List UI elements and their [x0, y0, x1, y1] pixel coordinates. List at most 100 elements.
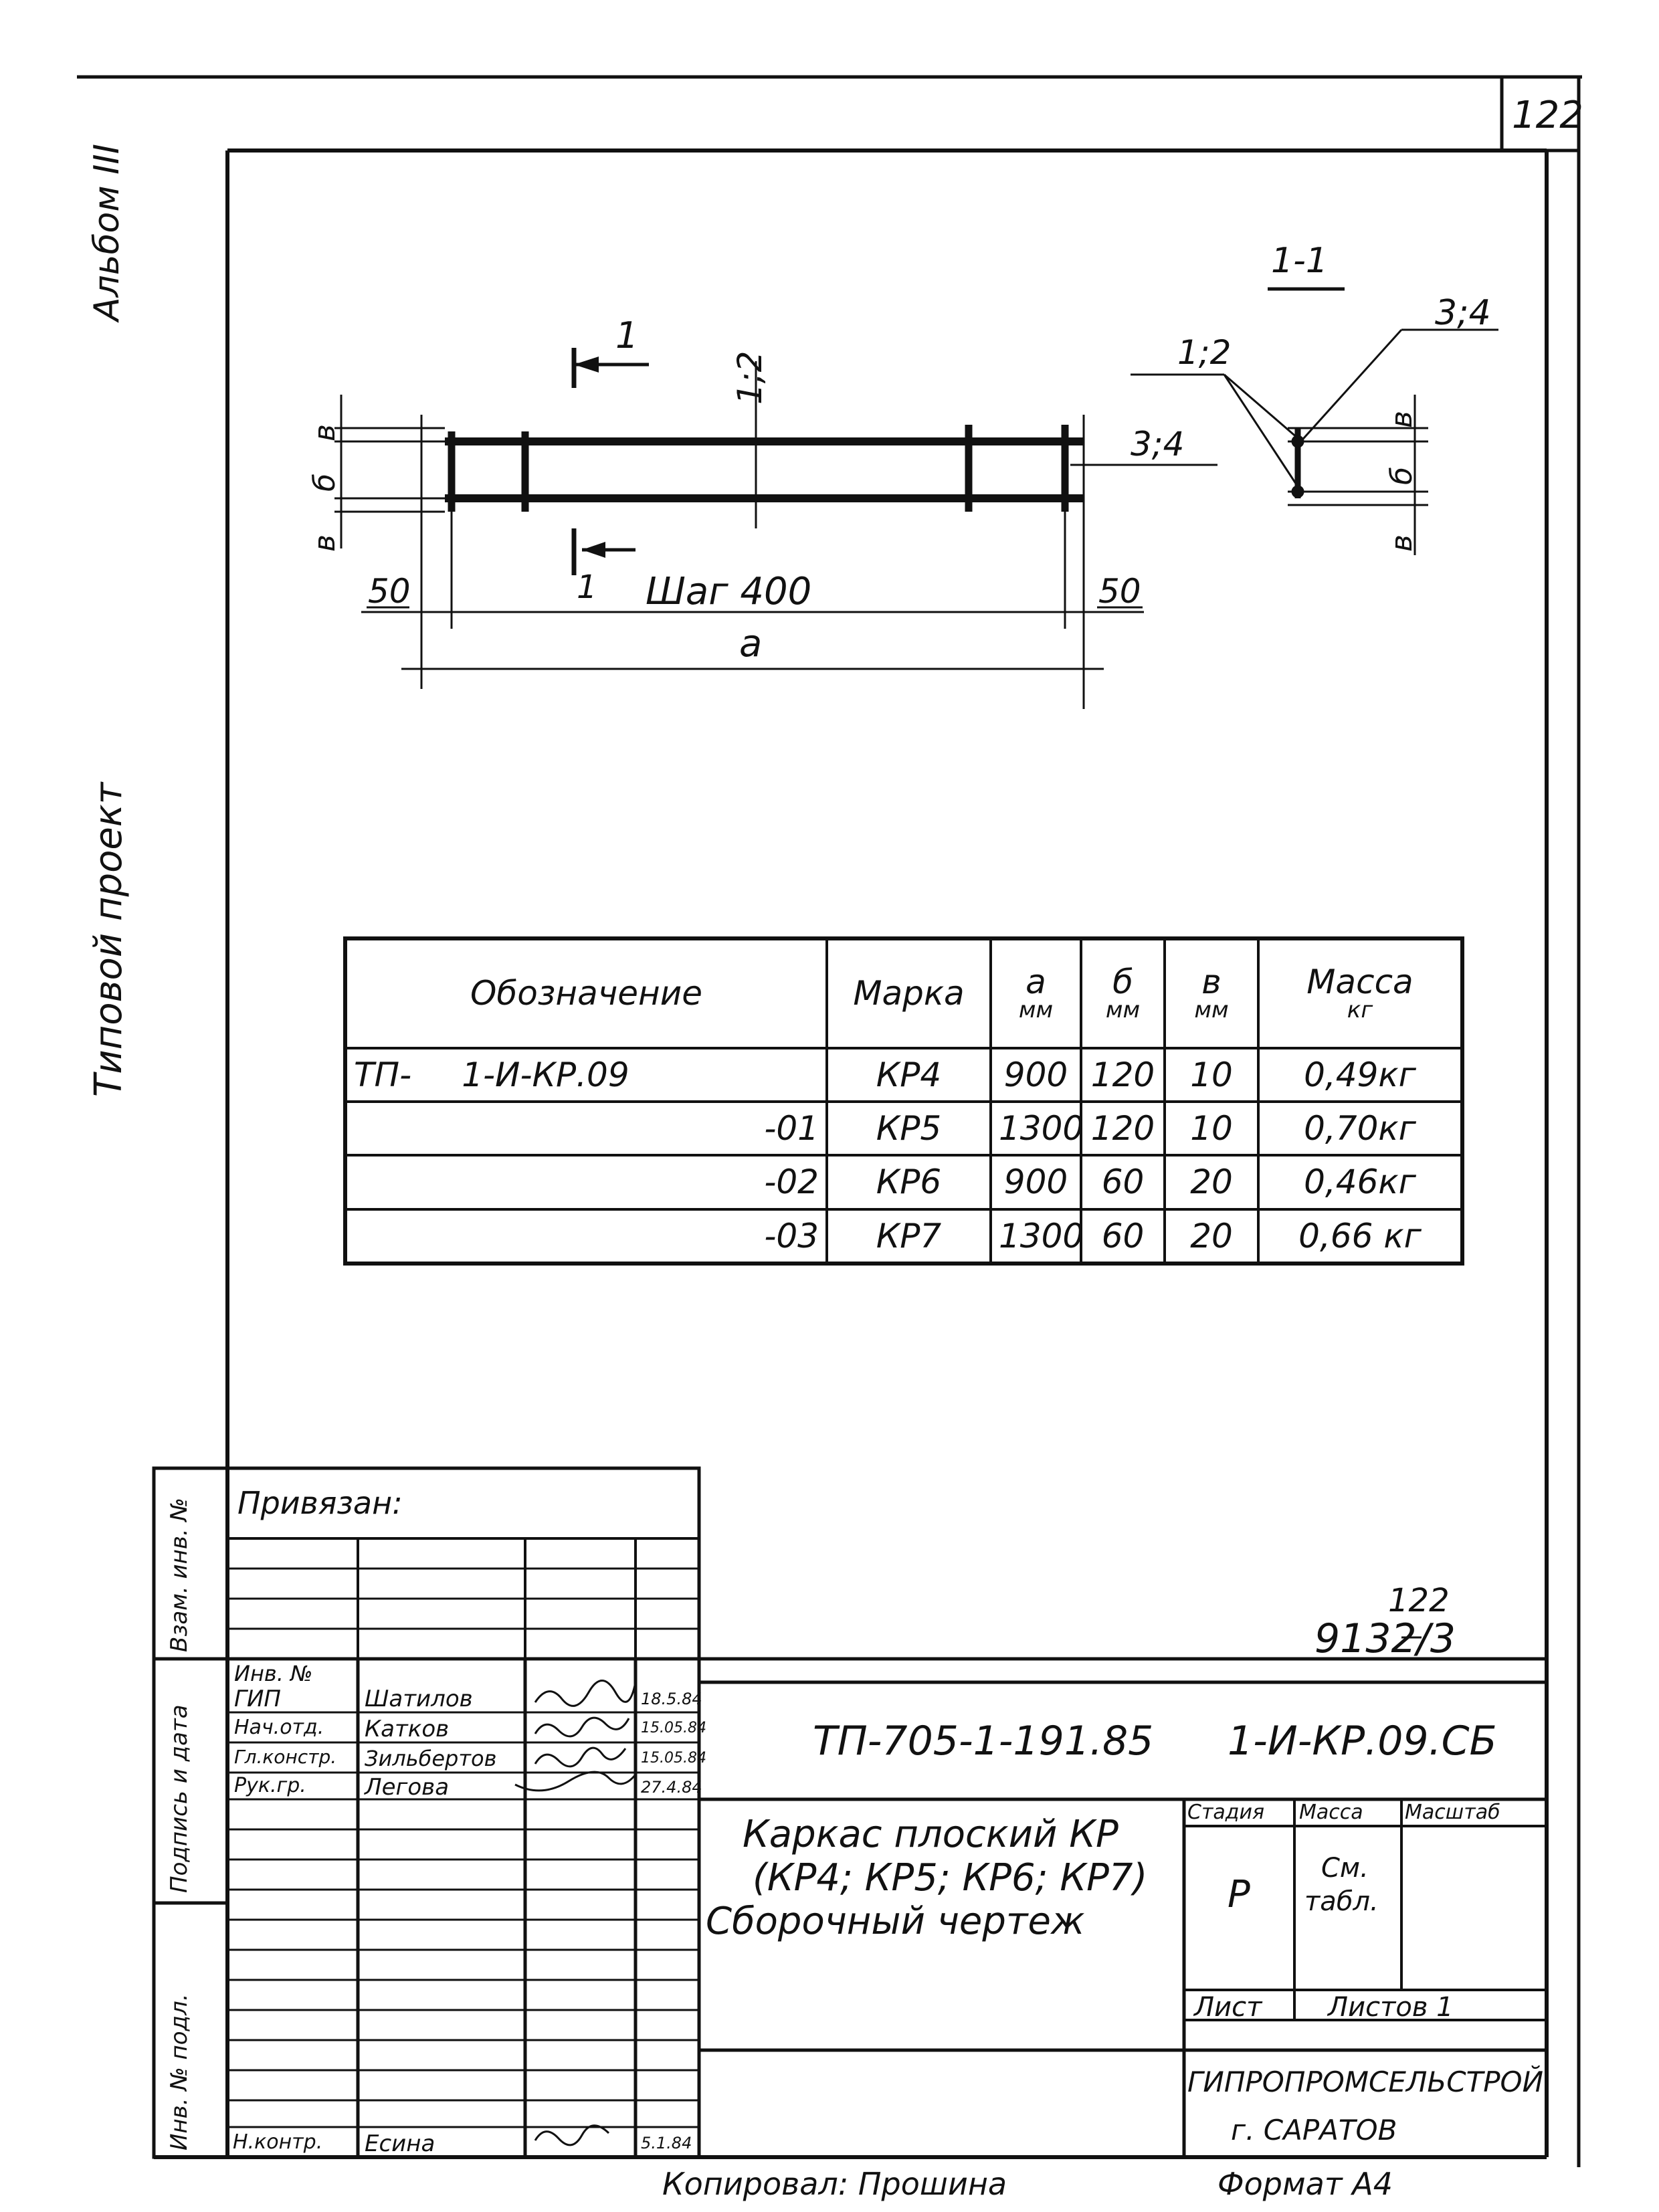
cut-mark-bottom: 1	[577, 569, 597, 606]
designation-cell: -01	[344, 1100, 828, 1157]
header-mass-unit: кг	[1347, 997, 1373, 1024]
spec-table: Обозначение Марка а мм б мм в мм Масса к…	[343, 936, 1464, 1266]
sheet-label: Лист	[1194, 1992, 1262, 2023]
date-nach-otd: 15.05.84	[641, 1720, 706, 1736]
cut-mark-top: 1	[615, 314, 639, 357]
spec-table-header: Обозначение Марка а мм б мм в мм Масса к…	[344, 937, 1464, 1049]
control-name: Есина	[365, 2130, 435, 2157]
stage-value: Р	[1228, 1873, 1250, 1916]
step-label: Шаг 400	[646, 570, 812, 613]
v-cell: 20	[1163, 1154, 1260, 1211]
date-gip: 18.5.84	[641, 1690, 702, 1708]
bound-label: Привязан:	[237, 1485, 403, 1521]
designation-cell: -03	[344, 1207, 828, 1266]
header-mass-label: Масса	[1306, 963, 1413, 1002]
designation-cell: ТП- 1-И-КР.09	[344, 1046, 828, 1104]
title-line-3: Сборочный чертеж	[706, 1900, 1085, 1943]
sheets-label: Листов 1	[1328, 1992, 1454, 2023]
header-b-symbol: б	[1112, 963, 1133, 1002]
position-3-4-section: 3;4	[1435, 293, 1491, 333]
format-label: Формат А4	[1217, 2166, 1393, 2202]
table-row: -01 КР5 1300 120 10 0,70кг	[344, 1100, 1464, 1157]
role-ruk-gr: Рук.гр.	[234, 1774, 306, 1797]
name-gl-konstr: Зильбертов	[365, 1746, 497, 1771]
mass-value-2: табл.	[1304, 1886, 1379, 1917]
a-cell: 1300	[989, 1207, 1084, 1266]
signature-nach-otd	[534, 1716, 630, 1738]
sheet-ref-top: 122	[1388, 1582, 1450, 1619]
signature-control	[534, 2124, 610, 2146]
name-ruk-gr: Легова	[365, 1774, 450, 1801]
section-label: 1-1	[1271, 241, 1328, 281]
v-cell: 10	[1163, 1100, 1260, 1157]
b-cell: 60	[1080, 1154, 1166, 1211]
name-nach-otd: Катков	[365, 1716, 450, 1742]
table-row: ТП- 1-И-КР.09 КР4 900 120 10 0,49кг	[344, 1046, 1464, 1104]
header-b: б мм	[1080, 937, 1166, 1049]
a-cell: 900	[989, 1154, 1082, 1211]
header-a-unit: мм	[1018, 997, 1054, 1024]
mark-cell: КР7	[825, 1207, 992, 1266]
position-1-2-section: 1;2	[1177, 333, 1232, 372]
role-gip: ГИП	[234, 1686, 281, 1712]
name-gip: Шатилов	[365, 1686, 473, 1712]
page-number-corner: 122	[1512, 94, 1583, 137]
mass-value-1: См.	[1321, 1853, 1369, 1884]
org-name: ГИПРОПРОМСЕЛЬСТРОЙ	[1187, 2066, 1544, 2098]
header-mass: Масса кг	[1257, 937, 1464, 1049]
date-ruk-gr: 27.4.84	[641, 1778, 702, 1797]
dim-50-left: 50	[368, 572, 411, 611]
v-cell: 10	[1163, 1046, 1260, 1104]
control-role: Н.контр.	[233, 2130, 323, 2154]
table-row: -03 КР7 1300 60 20 0,66 кг	[344, 1207, 1464, 1266]
mass-cell: 0,46кг	[1257, 1154, 1464, 1211]
v-cell: 20	[1163, 1207, 1260, 1266]
mass-cell: 0,70кг	[1257, 1100, 1464, 1157]
header-v: в мм	[1163, 937, 1260, 1049]
role-gl-konstr: Гл.констр.	[234, 1746, 337, 1768]
b-cell: 120	[1080, 1046, 1166, 1104]
header-v-symbol: в	[1201, 963, 1222, 1002]
doc-code: ТП-705-1-191.85	[813, 1718, 1154, 1765]
position-3-4-main: 3;4	[1131, 425, 1185, 464]
b-cell: 120	[1080, 1100, 1166, 1157]
signature-ruk-gr	[514, 1771, 637, 1792]
mass-cell: 0,49кг	[1257, 1046, 1464, 1104]
title-line-2: (КР4; КР5; КР6; КР7)	[753, 1856, 1148, 1900]
a-cell: 900	[989, 1046, 1082, 1104]
header-a: а мм	[989, 937, 1082, 1049]
date-gl-konstr: 15.05.84	[641, 1750, 706, 1767]
a-cell: 1300	[989, 1100, 1084, 1157]
inv-label: Инв. №	[234, 1661, 313, 1686]
table-row: -02 КР6 900 60 20 0,46кг	[344, 1154, 1464, 1211]
stage-label: Стадия	[1187, 1801, 1265, 1824]
header-designation: Обозначение	[344, 937, 828, 1049]
doc-mark: 1-И-КР.09.СБ	[1228, 1718, 1497, 1765]
header-b-unit: мм	[1105, 997, 1141, 1024]
side-ref-column	[152, 1466, 229, 2159]
designation-value: 1-И-КР.09	[462, 1055, 629, 1094]
copied-by: Копировал: Прошина	[662, 2166, 1007, 2202]
mark-cell: КР5	[825, 1100, 992, 1157]
scale-label: Масштаб	[1405, 1801, 1500, 1824]
signature-gl-konstr	[534, 1746, 627, 1768]
dim-50-right: 50	[1098, 572, 1141, 611]
sheet-ref-bottom: 9132/3	[1314, 1615, 1456, 1662]
control-date: 5.1.84	[641, 2134, 692, 2152]
mass-cell: 0,66 кг	[1257, 1207, 1464, 1266]
designation-prefix: ТП-	[354, 1055, 412, 1094]
org-city: г. САРАТОВ	[1231, 2114, 1397, 2146]
designation-cell: -02	[344, 1154, 828, 1211]
role-nach-otd: Нач.отд.	[234, 1716, 324, 1739]
mark-cell: КР6	[825, 1154, 992, 1211]
header-mark: Марка	[825, 937, 992, 1049]
mark-cell: КР4	[825, 1046, 992, 1104]
title-line-1: Каркас плоский КР	[743, 1813, 1118, 1856]
header-a-symbol: а	[1026, 963, 1046, 1002]
dim-a-label: а	[739, 622, 763, 666]
signature-gip	[534, 1680, 637, 1707]
b-cell: 60	[1080, 1207, 1166, 1266]
header-v-unit: мм	[1194, 997, 1229, 1024]
